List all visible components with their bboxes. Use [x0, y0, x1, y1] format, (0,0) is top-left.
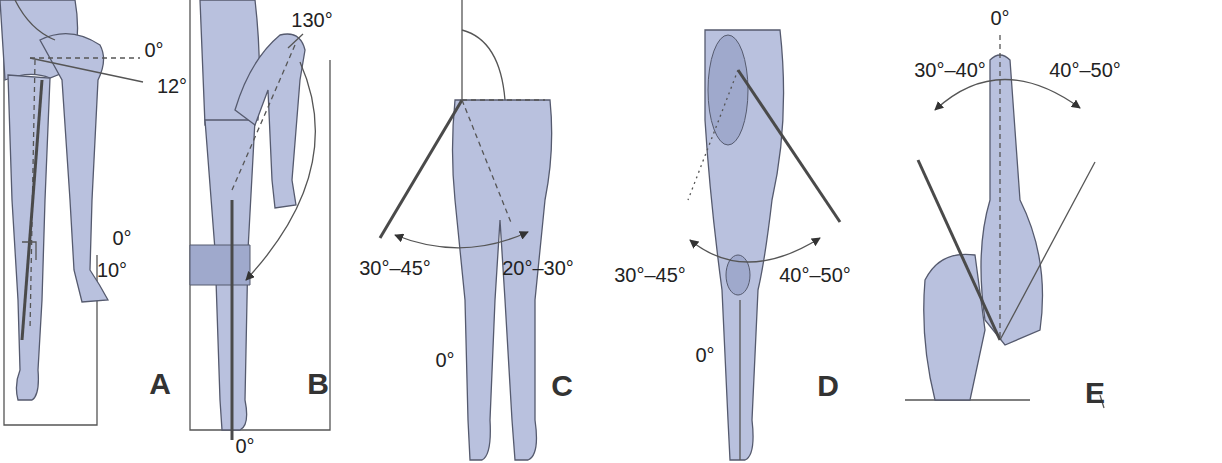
panel-d-figure	[688, 30, 840, 460]
panel-c-figure-part	[453, 100, 552, 460]
panel-e-figure-part	[1000, 162, 1095, 340]
angle-label: 0°	[112, 227, 131, 249]
panel-e-figure-part	[918, 160, 1000, 340]
panel-b-figure-part	[232, 45, 295, 190]
panel-e-figure-part	[924, 254, 985, 400]
angle-label: 0°	[235, 435, 254, 457]
panel-a-figure-part	[22, 242, 36, 260]
angle-label: 0°	[695, 344, 714, 366]
angle-label: 0°	[990, 7, 1009, 29]
angle-label: 0°	[435, 349, 454, 371]
panel-c-figure-part	[461, 0, 462, 100]
angle-label: 30°–40°	[914, 59, 986, 81]
angle-label: 40°–50°	[1049, 59, 1121, 81]
panel-e-figure-part	[981, 55, 1043, 345]
panel-b-figure-part	[231, 200, 234, 440]
panel-b-figure-part	[190, 245, 250, 285]
panel-b-figure-part	[288, 34, 303, 48]
angle-label: 40°–50°	[779, 264, 851, 286]
panel-b-figure-part	[190, 0, 330, 430]
panel-d-figure-part	[705, 30, 784, 460]
panel-d-figure-part	[738, 70, 840, 222]
angle-label: 130°	[291, 9, 332, 31]
panel-b-figure	[190, 0, 330, 440]
panel-e-figure	[905, 35, 1104, 408]
panel-a-figure-part	[30, 57, 140, 58]
panel-c-figure-part	[395, 232, 528, 248]
panel-a-figure-part	[8, 75, 50, 400]
panel-b-figure-part	[235, 34, 305, 208]
panel-e-figure-part	[999, 35, 1000, 340]
angle-label: 30°–45°	[359, 257, 431, 279]
panel-a-figure-part	[15, 0, 55, 40]
angle-label: 10°	[97, 259, 127, 281]
angle-label: 12°	[157, 75, 187, 97]
angle-label: 20°–30°	[502, 257, 574, 279]
panel-e-figure-part	[935, 79, 1080, 110]
panel-c-figure-part	[380, 100, 462, 238]
panel-c-figure	[380, 0, 552, 460]
panel-a-figure-part	[22, 80, 42, 340]
panel-a-figure	[0, 0, 143, 425]
panel-letter: C	[551, 369, 573, 402]
panel-d-figure-part	[690, 238, 820, 262]
panel-c-figure-part	[462, 99, 545, 100]
panel-d-figure-part	[739, 300, 740, 460]
angle-label: 30°–45°	[614, 264, 686, 286]
panel-b-figure-part	[246, 62, 315, 280]
panel-letter: D	[817, 369, 839, 402]
panel-d-figure-part	[708, 35, 748, 145]
panel-letter: E	[1085, 376, 1105, 409]
panel-c-figure-part	[462, 30, 505, 100]
panel-a-figure-part	[30, 58, 143, 82]
panel-d-figure-part	[688, 70, 738, 200]
panel-letter: B	[307, 367, 329, 400]
angle-label: 0°	[144, 39, 163, 61]
panel-c-figure-part	[462, 100, 512, 225]
panel-letter: A	[149, 367, 171, 400]
